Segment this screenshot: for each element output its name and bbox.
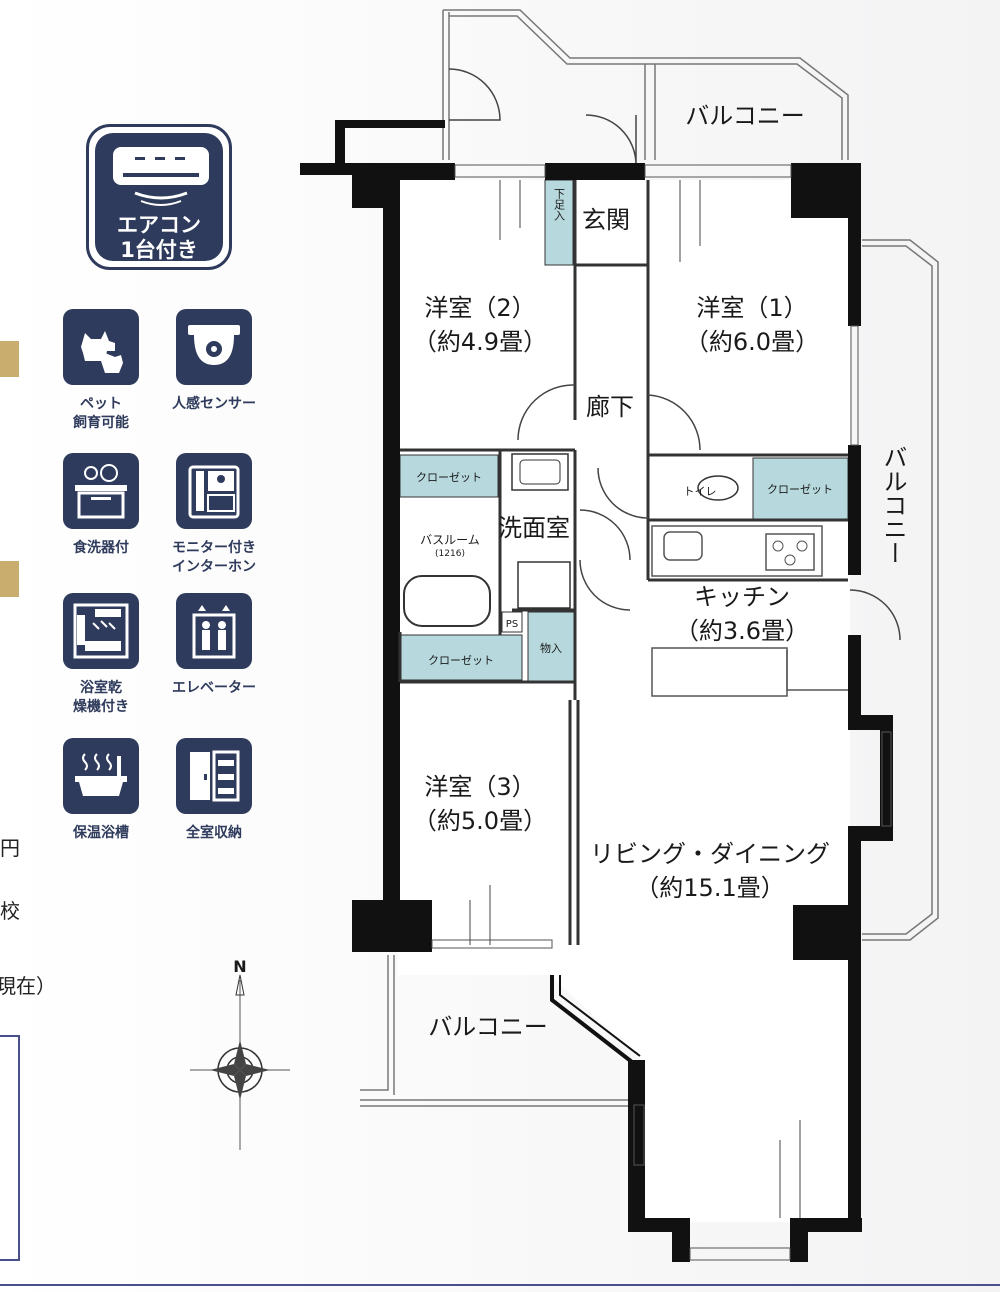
interior-walls xyxy=(398,180,848,945)
balcony-label-top: バルコニー xyxy=(685,102,805,130)
dishwasher-icon xyxy=(63,453,139,529)
storage-icon xyxy=(176,738,252,814)
stove-icon xyxy=(765,533,815,571)
compass-rose xyxy=(190,974,290,1150)
balcony-outline-bottom xyxy=(360,955,630,1107)
washing-machine-pan xyxy=(517,561,571,609)
feature-label: モニター付き インターホン xyxy=(172,540,256,575)
motion-sensor-icon xyxy=(176,309,252,385)
closet-3 xyxy=(399,634,523,681)
room-name-western-3: 洋室（3） xyxy=(424,773,535,801)
side-text-fragment: 現在） xyxy=(0,974,56,998)
elevator-icon xyxy=(176,593,252,669)
storage-label: 物入 xyxy=(540,641,562,655)
balcony-outline-top xyxy=(442,9,849,160)
shoe-box xyxy=(544,179,574,266)
feature-label: 食洗器付 xyxy=(73,540,129,556)
room-name-living: リビング・ダイニング xyxy=(590,840,830,868)
side-text-fragment: 校 xyxy=(0,899,20,923)
closet-label-2: クローゼット xyxy=(416,471,482,484)
feature-label: 保温浴槽 xyxy=(73,825,129,841)
bathroom-dryer-icon xyxy=(63,593,139,669)
section-tab xyxy=(0,341,19,377)
room-size-western-2: （約4.9畳） xyxy=(413,328,547,356)
sink xyxy=(511,453,569,491)
room-name-western-2: 洋室（2） xyxy=(424,294,535,322)
section-tab xyxy=(0,561,19,597)
room-name-bathroom: バスルーム xyxy=(420,533,480,547)
closet-label-3: クローゼット xyxy=(428,654,494,667)
insulated-bathtub-icon xyxy=(63,738,139,814)
feature-label: ペット 飼育可能 xyxy=(73,396,129,431)
room-size-living: （約15.1畳） xyxy=(635,874,784,902)
room-size-western-3: （約5.0畳） xyxy=(413,807,547,835)
feature-label: 人感センサー xyxy=(172,396,256,412)
balcony-label-bottom: バルコニー xyxy=(428,1013,548,1041)
legend-frame xyxy=(0,1035,20,1261)
air-conditioner-badge: エアコン 1台付き xyxy=(86,124,232,270)
bathtub xyxy=(403,575,491,627)
north-label: N xyxy=(233,957,246,976)
ps-label: PS xyxy=(506,619,518,630)
room-name-toilet: トイレ xyxy=(684,485,717,498)
side-text-fragment: 円 xyxy=(0,836,20,860)
feature-label: エレベーター xyxy=(172,680,256,696)
room-size-western-1: （約6.0畳） xyxy=(685,328,819,356)
balcony-label-right: バルコニー xyxy=(879,445,907,565)
bathroom-size: (1216) xyxy=(435,549,465,559)
closet-2 xyxy=(399,454,499,498)
room-name-hallway: 廊下 xyxy=(586,393,634,421)
door-swings xyxy=(448,68,901,641)
toilet xyxy=(697,475,739,501)
air-conditioner-icon xyxy=(113,147,209,206)
feature-label: 全室収納 xyxy=(186,825,242,841)
room-size-kitchen: （約3.6畳） xyxy=(675,617,809,645)
storage-cupboard xyxy=(527,611,575,683)
shoe-box-label: 下足入 xyxy=(553,188,566,221)
pet-icon xyxy=(63,309,139,385)
footer-rule xyxy=(0,1284,1000,1286)
balcony-outline-right xyxy=(862,239,939,941)
closet-1 xyxy=(752,457,849,521)
closet-label-1: クローゼット xyxy=(767,483,833,496)
air-conditioner-label: エアコン 1台付き xyxy=(117,213,201,262)
feature-label: 浴室乾 燥機付き xyxy=(73,680,129,715)
room-name-entrance: 玄関 xyxy=(582,206,630,234)
room-name-western-1: 洋室（1） xyxy=(696,294,807,322)
intercom-icon xyxy=(176,453,252,529)
room-name-kitchen: キッチン xyxy=(694,583,790,611)
room-name-washroom: 洗面室 xyxy=(498,514,570,542)
